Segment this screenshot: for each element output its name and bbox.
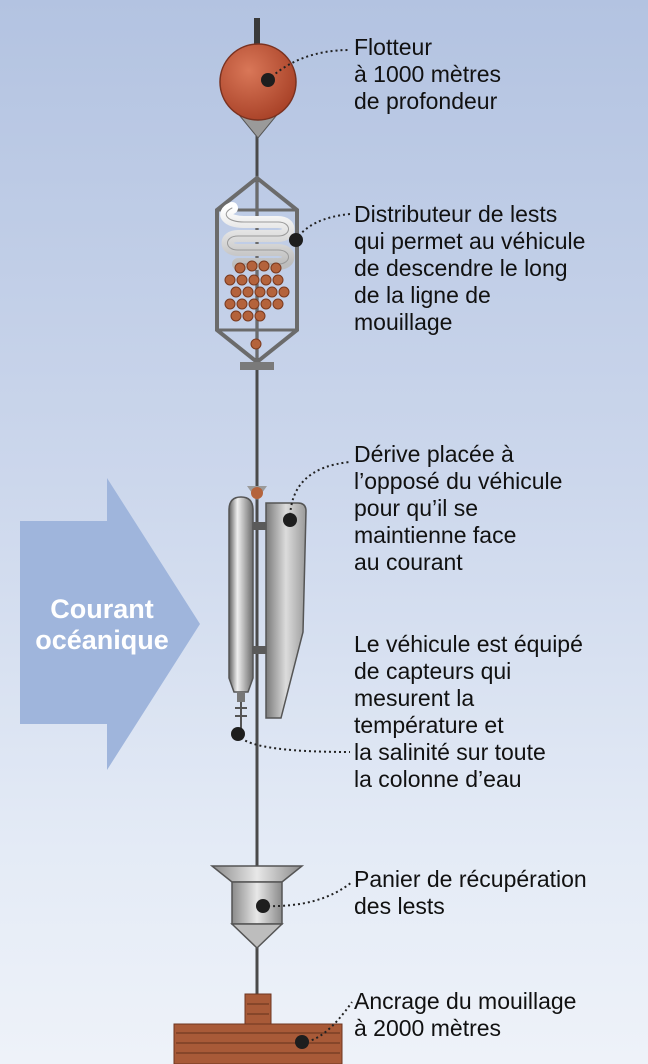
ballast-dispenser-label: Distributeur de lests qui permet au véhi… (354, 201, 586, 335)
current-arrow (20, 478, 200, 770)
ballast-dispenser-marker (289, 233, 303, 247)
recovery-basket-marker (256, 899, 270, 913)
fin-marker (283, 513, 297, 527)
float-label: Flotteur à 1000 mètres de profondeur (354, 34, 502, 114)
float-marker (261, 73, 275, 87)
recovery-basket (209, 865, 305, 950)
anchor-label: Ancrage du mouillage à 2000 mètres (354, 988, 577, 1041)
float (219, 18, 297, 139)
anchor-marker (295, 1035, 309, 1049)
current-label: Courant océanique (35, 594, 169, 655)
fin-label: Dérive placée à l’opposé du véhicule pou… (354, 441, 563, 575)
vehicle (228, 486, 307, 730)
recovery-basket-label: Panier de récupération des lests (354, 866, 587, 919)
ballast-dispenser (215, 175, 299, 370)
vehicle-marker (231, 727, 245, 741)
vehicle-label: Le véhicule est équipé de capteurs qui m… (354, 631, 583, 792)
leader-lines (237, 49, 353, 1043)
anchor (173, 993, 343, 1064)
